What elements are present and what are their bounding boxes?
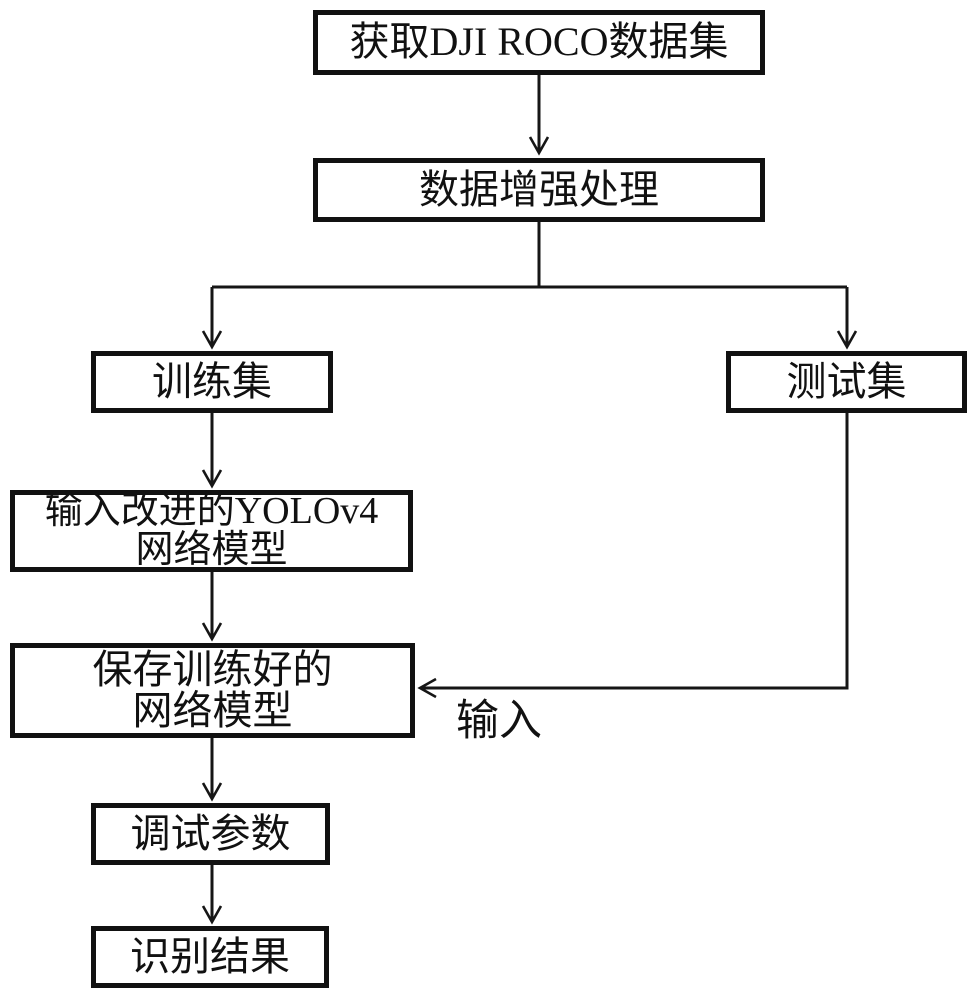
edge-test-to-save	[417, 413, 849, 699]
node-test-set: 测试集	[726, 351, 967, 413]
node-tune-params: 调试参数	[91, 803, 330, 865]
node-test-set-label: 测试集	[786, 358, 907, 404]
node-training-set-label: 训练集	[152, 358, 272, 404]
node-acquire-dataset: 获取DJI ROCO数据集	[313, 10, 765, 75]
node-recognition-result-label: 识别结果	[130, 933, 290, 979]
node-save-model-label-line2: 网络模型	[132, 687, 293, 733]
node-tune-params-label: 调试参数	[130, 810, 291, 856]
node-input-yolov4: 输入改进的YOLOv4 网络模型	[10, 490, 413, 572]
node-data-augmentation-label: 数据增强处理	[419, 166, 659, 212]
node-training-set: 训练集	[91, 351, 333, 413]
node-save-model: 保存训练好的 网络模型	[10, 643, 415, 738]
node-recognition-result: 识别结果	[91, 926, 329, 988]
node-input-yolov4-label-line1: 输入改进的YOLOv4	[44, 490, 379, 533]
node-data-augmentation: 数据增强处理	[313, 158, 765, 222]
edge-label-input: 输入	[456, 698, 542, 745]
node-save-model-label-line1: 保存训练好的	[92, 646, 333, 692]
node-acquire-dataset-label: 获取DJI ROCO数据集	[349, 19, 729, 65]
node-input-yolov4-label-line2: 网络模型	[135, 529, 288, 571]
